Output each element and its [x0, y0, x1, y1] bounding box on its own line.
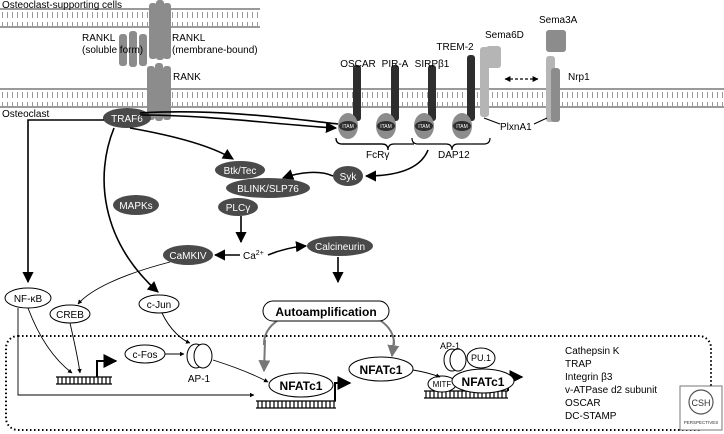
mapks-node: MAPKs — [113, 195, 159, 215]
rankl-membrane — [149, 0, 171, 60]
plxna1-label: PlxnA1 — [500, 122, 532, 133]
nfkb-node: NF-κB — [4, 287, 52, 309]
sema3a — [546, 30, 566, 122]
sema3a-label: Sema3A — [539, 15, 578, 26]
sirpb1-label: SIRPβ1 — [415, 59, 450, 70]
sema6d-label: Sema6D — [485, 30, 524, 41]
fcrg-label: FcRγ — [366, 150, 389, 161]
calcium-label: Ca2+ — [243, 250, 264, 262]
rankl-soluble-label-1: RANKL — [82, 33, 116, 44]
csh-perspectives-logo: CSH PERSPECTIVES — [679, 385, 723, 431]
rankl-soluble-label-2: (soluble form) — [82, 45, 143, 56]
cjun-label: c-Jun — [147, 300, 171, 311]
ap1-target-label: AP-1 — [440, 341, 460, 351]
osteoclast-membrane — [0, 88, 724, 108]
dap12-label: DAP12 — [438, 150, 470, 161]
cjun-node: c-Jun — [138, 294, 180, 314]
mitf-node: MITF — [427, 375, 457, 393]
syk-label: Syk — [340, 172, 358, 183]
itam-label-1: ITAM — [342, 124, 354, 130]
pu1-label: PU.1 — [471, 353, 491, 363]
pira-label: PIR-A — [382, 59, 409, 70]
blnk-node: BLINK/SLP76 — [226, 178, 310, 198]
supporting-cell-membrane — [0, 8, 260, 28]
supporting-cells-label: Osteoclast-supporting cells — [2, 0, 122, 11]
rankl-membrane-label-1: RANKL — [172, 33, 206, 44]
ap1-complex-target — [443, 348, 467, 372]
rank-receptor — [147, 63, 171, 121]
btk-node: Btk/Tec — [215, 161, 265, 179]
sirpb1-receptor: ITAM — [414, 65, 436, 139]
plcg-label: PLCγ — [226, 203, 250, 214]
cfos-label: c-Fos — [133, 350, 158, 361]
ap1-label: AP-1 — [188, 374, 211, 385]
target-gene-6: DC-STAMP — [565, 411, 617, 422]
creb-label: CREB — [56, 310, 84, 321]
logo-subtext: PERSPECTIVES — [684, 420, 719, 425]
target-gene-list: Cathepsin K TRAP Integrin β3 v-ATPase d2… — [565, 346, 657, 422]
nfatc1-label-3: NFATc1 — [462, 375, 505, 389]
nfatc1-node-2: NFATc1 — [348, 356, 414, 382]
trem2-receptor: ITAM — [452, 55, 475, 139]
target-gene-4: v-ATPase d2 subunit — [565, 385, 657, 396]
pira-receptor: ITAM — [376, 65, 399, 139]
osteoclast-label: Osteoclast — [2, 109, 49, 120]
autoamplification-label: Autoamplification — [275, 305, 376, 319]
ap1-complex — [186, 343, 213, 369]
calcineurin-label: Calcineurin — [315, 242, 365, 253]
camkiv-label: CaMKIV — [169, 251, 207, 262]
camkiv-node: CaMKIV — [163, 245, 213, 265]
pu1-node: PU.1 — [466, 347, 496, 369]
target-gene-5: OSCAR — [565, 398, 601, 409]
blnk-label: BLINK/SLP76 — [237, 184, 299, 195]
itam-label-2: ITAM — [380, 124, 392, 130]
trem2-label: TREM-2 — [436, 42, 474, 53]
syk-node: Syk — [333, 166, 363, 186]
mapks-label: MAPKs — [119, 201, 152, 212]
cfos-node: c-Fos — [124, 344, 166, 364]
nfatc1-label-1: NFATc1 — [280, 379, 323, 393]
logo-text: CSH — [691, 398, 710, 408]
cfos-transcription-arrow — [96, 354, 118, 377]
dna-nfatc1-promoter — [256, 400, 336, 409]
autoamplification-box — [262, 300, 390, 322]
pathway-arrows — [22, 111, 429, 293]
traf6-label: TRAF6 — [111, 114, 143, 125]
traf6-node: TRAF6 — [103, 108, 151, 128]
btk-label: Btk/Tec — [224, 166, 257, 177]
rank-label: RANK — [173, 72, 201, 83]
nfatc1-transcription-arrow — [334, 376, 352, 401]
nfatc1-node-3: NFATc1 — [451, 368, 515, 394]
oscar-receptor: ITAM — [338, 65, 361, 139]
itam-label-4: ITAM — [456, 124, 468, 130]
target-gene-1: Cathepsin K — [565, 346, 620, 357]
nfatc1-node-1: NFATc1 — [268, 372, 334, 398]
nfatc1-label-2: NFATc1 — [360, 363, 403, 377]
nucleus-boundary — [5, 335, 712, 431]
rankl-membrane-label-2: (membrane-bound) — [172, 45, 258, 56]
target-gene-2: TRAP — [565, 359, 592, 370]
dap12-bracket — [411, 137, 491, 151]
nfkb-label: NF-κB — [14, 294, 43, 305]
dna-cfos-promoter — [56, 376, 112, 385]
mitf-label: MITF — [433, 380, 452, 389]
oscar-label: OSCAR — [340, 59, 376, 70]
plcg-node: PLCγ — [218, 198, 258, 216]
sema6d — [480, 46, 501, 117]
rankl-soluble — [119, 31, 147, 67]
calcineurin-node: Calcineurin — [307, 236, 373, 256]
creb-node: CREB — [49, 304, 91, 324]
target-gene-3: Integrin β3 — [565, 372, 613, 383]
nrp1-label: Nrp1 — [568, 72, 590, 83]
itam-label-3: ITAM — [418, 124, 430, 130]
